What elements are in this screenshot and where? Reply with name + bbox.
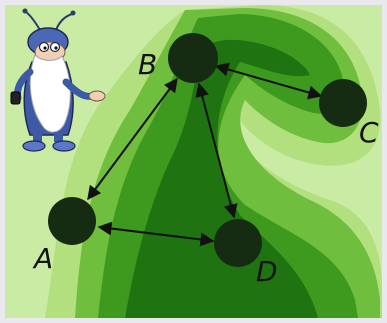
antenna-left bbox=[25, 11, 41, 31]
edge-b-d bbox=[195, 82, 238, 219]
mascot-leg-left bbox=[33, 132, 42, 142]
node-d bbox=[214, 219, 262, 267]
node-label-b: B bbox=[138, 48, 157, 81]
bearded-scientist-mascot-icon bbox=[10, 8, 106, 152]
node-labels: A B C D bbox=[32, 48, 379, 288]
mascot-leg-right bbox=[54, 132, 63, 142]
node-label-c: C bbox=[359, 116, 379, 149]
edge-a-d bbox=[97, 221, 215, 247]
edges bbox=[87, 62, 323, 247]
mascot-held-item bbox=[10, 91, 21, 105]
node-b bbox=[168, 33, 218, 83]
mascot-shoe-left bbox=[22, 140, 46, 152]
node-label-d: D bbox=[256, 255, 278, 288]
node-c bbox=[319, 79, 367, 127]
mascot-beard bbox=[29, 54, 71, 133]
edge-a-b bbox=[87, 77, 178, 201]
node-label-a: A bbox=[32, 242, 53, 275]
antenna-right-tip bbox=[70, 10, 76, 16]
mascot-shoe-right bbox=[52, 140, 76, 152]
nodes bbox=[48, 33, 367, 267]
mascot-hand-right bbox=[88, 90, 106, 102]
antenna-right bbox=[55, 13, 73, 31]
node-a bbox=[48, 197, 96, 245]
edge-b-c bbox=[214, 62, 323, 100]
antenna-left-tip bbox=[22, 8, 28, 14]
mascot-pupil-right bbox=[54, 46, 58, 50]
mascot-pupil-left bbox=[43, 46, 47, 50]
